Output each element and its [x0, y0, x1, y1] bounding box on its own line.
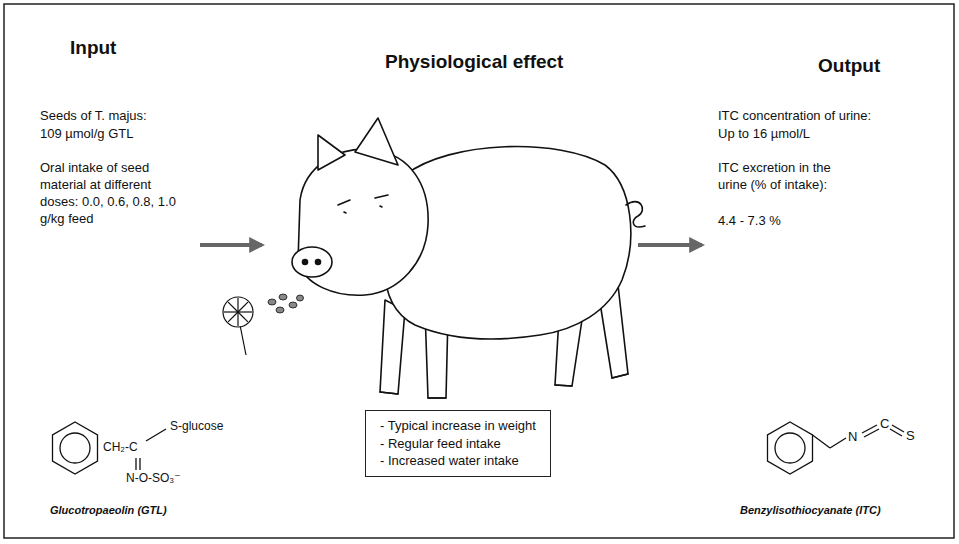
atom-label: N — [848, 429, 857, 446]
effect-item: - Regular feed intake — [380, 435, 536, 453]
input-text: Oral intake of seed material at differen… — [40, 160, 190, 228]
compound-name: Glucotropaeolin (GTL) — [50, 503, 167, 517]
pig-drawing — [292, 118, 645, 398]
effect-item: - Typical increase in weight — [380, 417, 536, 435]
seeds — [268, 294, 304, 313]
output-text: ITC concentration of urine: — [718, 108, 918, 125]
output-arrow — [638, 243, 702, 247]
leaf-vein — [237, 298, 238, 312]
atom-label: CH₂-C — [103, 440, 138, 456]
input-text: Seeds of T. majus: — [40, 108, 147, 125]
leaf-vein — [238, 312, 248, 322]
column-heading: Physiological effect — [385, 50, 563, 75]
output-text: ITC excretion in the urine (% of intake)… — [718, 160, 836, 194]
atom-label: N-O-SO₃⁻ — [126, 471, 181, 487]
input-arrow — [200, 243, 262, 247]
leaf-vein — [238, 302, 248, 312]
output-text: Up to 16 µmol/L — [718, 126, 810, 143]
leaf-vein — [238, 311, 252, 312]
effect-box: - Typical increase in weight- Regular fe… — [365, 410, 551, 477]
nasturtium-leaf — [223, 297, 253, 355]
leaf-vein — [224, 311, 238, 312]
leaf-vein — [228, 312, 238, 322]
output-text: 4.4 - 7.3 % — [718, 213, 781, 230]
atom-label: S — [906, 428, 915, 445]
column-heading: Input — [70, 36, 116, 61]
leaf-vein — [228, 302, 238, 312]
leaf-vein — [237, 312, 238, 326]
atom-label: C — [880, 416, 889, 433]
compound-name: Benzylisothiocyanate (ITC) — [740, 503, 881, 517]
gtl-structure — [53, 422, 167, 474]
effect-item: - Increased water intake — [380, 452, 536, 470]
atom-label: S-glucose — [170, 419, 223, 435]
frame — [4, 4, 954, 538]
input-text: 109 µmol/g GTL — [40, 126, 133, 143]
column-heading: Output — [818, 54, 880, 79]
